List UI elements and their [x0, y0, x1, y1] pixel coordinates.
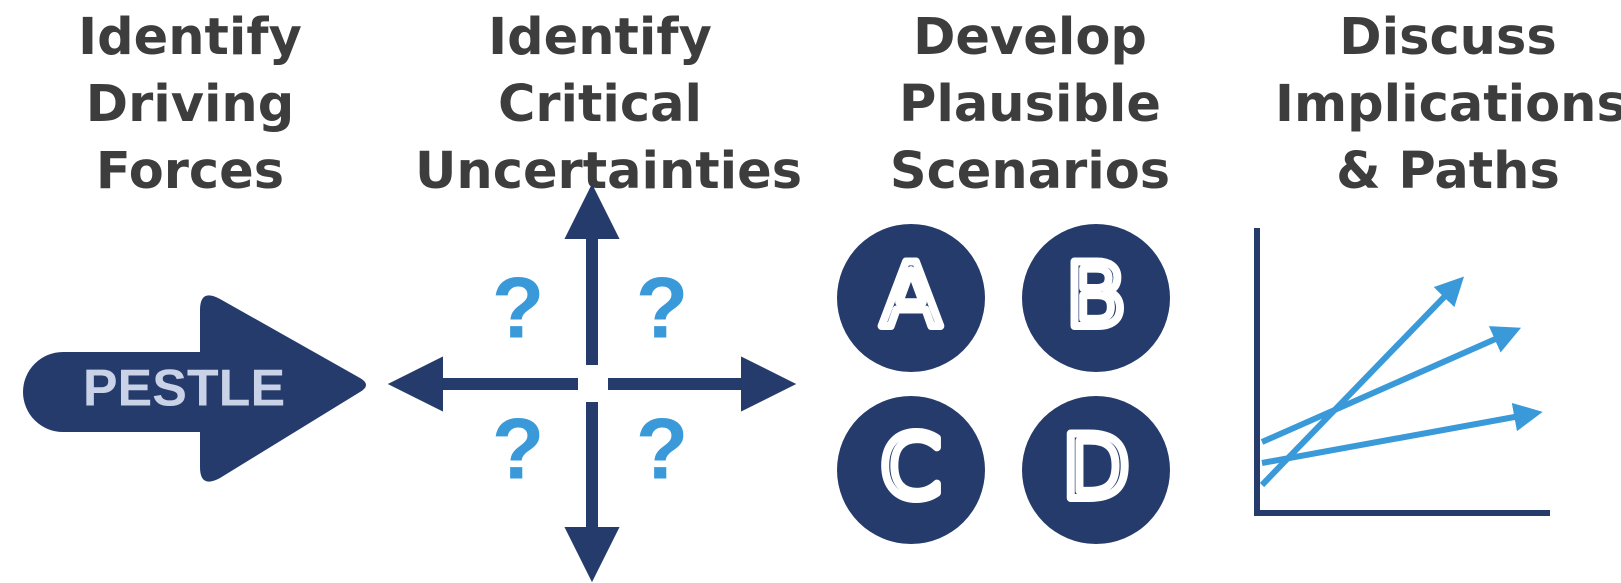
question-mark-bottom-left: ? — [492, 402, 545, 498]
step-3-line-1: Develop — [913, 8, 1147, 67]
step-2-heading: Identify Critical Uncertainties — [415, 4, 802, 205]
pestle-arrow-shape — [23, 295, 366, 482]
scenario-d-label: D — [1062, 416, 1130, 519]
paths-chart — [1254, 228, 1550, 516]
question-mark-bottom-right: ? — [636, 402, 689, 498]
scenario-b-label: B — [1066, 244, 1126, 347]
step-4-line-2: Implications — [1275, 75, 1621, 134]
scenario-a-label: A — [881, 244, 941, 347]
step-3-line-2: Plausible — [899, 75, 1161, 134]
step-2-line-2: Critical — [497, 75, 703, 134]
step-1-line-2: Driving — [85, 75, 295, 134]
step-4-line-3: & Paths — [1336, 142, 1560, 201]
step-1-heading: Identify Driving Forces — [40, 4, 340, 205]
scenario-circles: A B C D — [837, 224, 1170, 544]
paths-chart-axes — [1254, 228, 1550, 516]
step-2-line-1: Identify — [488, 8, 712, 67]
uncertainty-axes: ? ? ? ? — [387, 183, 797, 583]
step-4-heading: Discuss Implications & Paths — [1275, 4, 1621, 205]
step-1-line-3: Forces — [95, 142, 285, 201]
question-mark-top-right: ? — [636, 261, 689, 357]
scenario-b: B — [1022, 224, 1170, 372]
step-4-line-1: Discuss — [1339, 8, 1557, 67]
scenario-d: D — [1022, 396, 1170, 544]
step-1-line-1: Identify — [78, 8, 302, 67]
scenario-c: C — [837, 396, 985, 544]
pestle-arrow: PESTLE — [23, 295, 366, 482]
path-arrow-middle — [1260, 326, 1522, 445]
step-3-line-3: Scenarios — [889, 142, 1171, 201]
path-arrow-flat — [1261, 402, 1543, 466]
pestle-label: PESTLE — [83, 360, 285, 418]
scenario-a: A — [837, 224, 985, 372]
question-mark-top-left: ? — [492, 261, 545, 357]
step-3-heading: Develop Plausible Scenarios — [845, 4, 1215, 205]
path-arrow-steep — [1259, 276, 1465, 488]
scenario-c-label: C — [880, 416, 941, 519]
